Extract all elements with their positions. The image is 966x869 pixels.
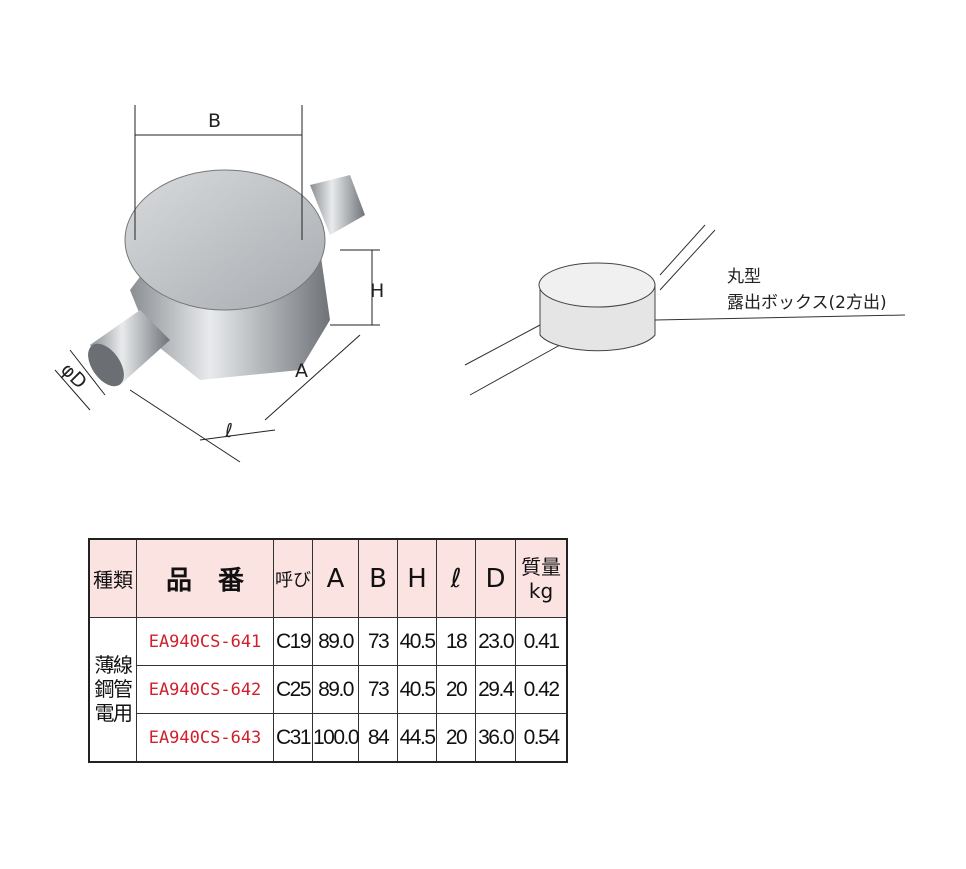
header-a: A: [311, 538, 360, 618]
d-cell: 29.4: [475, 665, 517, 714]
a-cell: 89.0: [311, 665, 360, 714]
dimension-lines: [54, 105, 380, 463]
b-cell: 73: [358, 617, 399, 666]
b-cell: 73: [358, 665, 399, 714]
d-cell: 36.0: [475, 713, 517, 763]
table-row: 薄線鋼管電用 EA940CS-641 C19 89.0 73 40.5 18 2…: [88, 617, 568, 763]
header-kind: 種類: [88, 538, 137, 618]
dim-h-label: H: [370, 280, 385, 302]
dim-l-label: ℓ: [225, 420, 233, 442]
dim-b-label: B: [208, 110, 222, 132]
size-cell: C25: [273, 665, 313, 714]
kind-text: 薄線鋼管電用: [94, 654, 134, 725]
product-code: EA940CS-642: [136, 665, 274, 714]
header-l: ℓ: [436, 538, 477, 618]
l-cell: 20: [436, 713, 477, 763]
header-code: 品 番: [136, 538, 274, 618]
d-cell: 23.0: [475, 617, 517, 666]
pipe-diagram: [464, 224, 906, 396]
diagram-label-1: 丸型: [727, 267, 761, 287]
size-cell: C31: [273, 713, 313, 763]
weight-cell: 0.42: [515, 665, 568, 714]
table-row: EA940CS-643 C31 100.0 84 44.5 20 36.0 0.…: [89, 713, 568, 763]
dim-a-label: A: [295, 360, 308, 382]
h-cell: 40.5: [397, 665, 438, 714]
weight-cell: 0.41: [515, 617, 568, 666]
h-cell: 40.5: [397, 617, 438, 666]
header-d: D: [475, 538, 517, 618]
b-cell: 84: [358, 713, 399, 763]
kind-cell: 薄線鋼管電用: [88, 617, 137, 763]
header-b: B: [358, 538, 399, 618]
product-drawing: [54, 105, 906, 463]
junction-box-photo: [88, 169, 365, 387]
l-cell: 18: [436, 617, 477, 666]
a-cell: 100.0: [311, 713, 360, 763]
l-cell: 20: [436, 665, 477, 714]
product-code: EA940CS-641: [136, 617, 274, 666]
header-size: 呼び: [273, 538, 313, 618]
product-code: EA940CS-643: [136, 713, 274, 763]
header-weight: 質量 kg: [515, 538, 568, 618]
weight-cell: 0.54: [515, 713, 568, 763]
header-row: 種類 品 番 呼び A B H ℓ D 質量 kg: [88, 538, 568, 618]
table-row: EA940CS-642 C25 89.0 73 40.5 20 29.4 0.4…: [89, 665, 568, 714]
spec-table: 種類 品 番 呼び A B H ℓ D 質量 kg 薄線鋼管電用 EA940CS…: [88, 538, 569, 763]
header-h: H: [397, 538, 438, 618]
diagram-label-2: 露出ボックス(2方出): [727, 293, 887, 313]
h-cell: 44.5: [397, 713, 438, 763]
a-cell: 89.0: [311, 617, 360, 666]
size-cell: C19: [273, 617, 313, 666]
